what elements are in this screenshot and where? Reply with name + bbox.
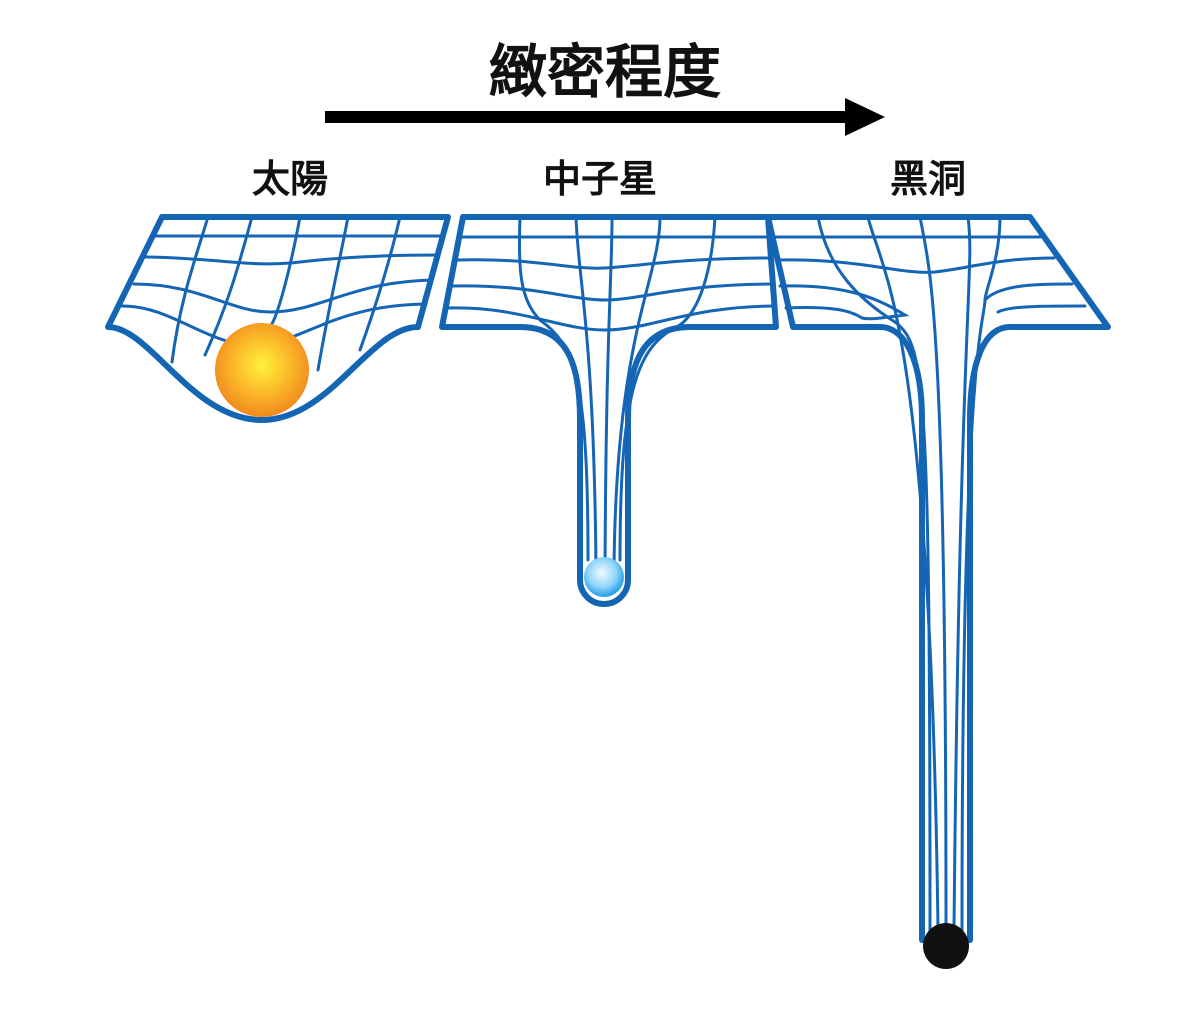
label-neutron-star: 中子星 xyxy=(543,157,657,201)
black-hole-icon xyxy=(923,923,969,969)
neutron-star-icon xyxy=(584,557,624,597)
sun-spacetime-grid xyxy=(105,214,451,423)
black-hole-spacetime-grid xyxy=(765,214,1111,969)
neutron-star-spacetime-grid xyxy=(439,214,779,607)
density-arrow xyxy=(325,98,885,136)
label-black-hole: 黑洞 xyxy=(890,157,966,201)
sun-icon xyxy=(215,323,309,417)
density-title: 緻密程度 xyxy=(489,38,721,106)
label-sun: 太陽 xyxy=(252,157,328,201)
